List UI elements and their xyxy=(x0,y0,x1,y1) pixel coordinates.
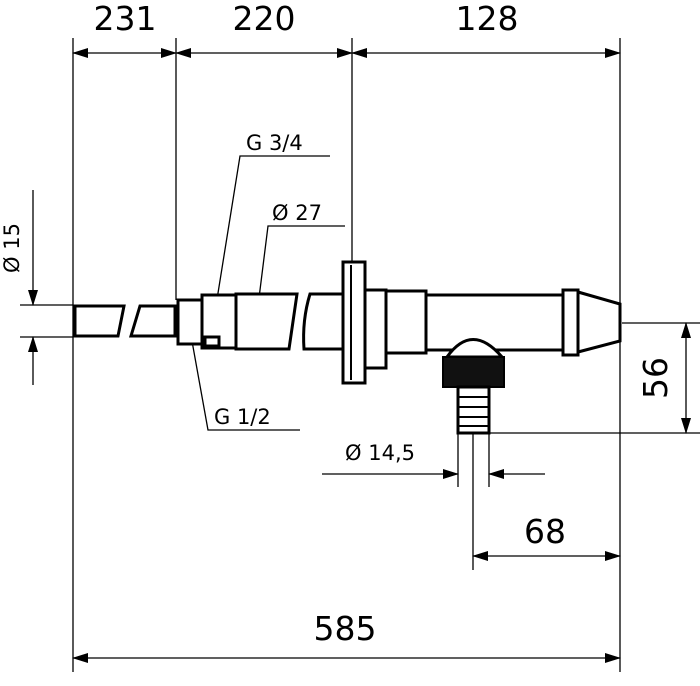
callout-g-1-2: G 1/2 xyxy=(214,405,271,429)
dia-27-section xyxy=(234,292,299,351)
callout-dia-27: Ø 27 xyxy=(272,201,322,225)
callout-g-3-4: G 3/4 xyxy=(246,131,303,155)
hose-nut xyxy=(442,356,505,388)
dimension-lines xyxy=(28,48,691,663)
callout-leaders xyxy=(189,155,345,431)
body-collar xyxy=(363,288,388,370)
pipe-segment xyxy=(128,304,177,338)
dimension-231: 231 xyxy=(94,0,157,38)
g-1-2-fitting xyxy=(176,298,204,346)
nut-slot xyxy=(567,300,574,310)
wall-flange xyxy=(341,260,367,385)
extension-lines xyxy=(20,38,700,672)
dimension-dia-14-5: Ø 14,5 xyxy=(345,441,415,465)
dimension-585: 585 xyxy=(314,609,377,648)
nut-slot xyxy=(567,318,574,328)
dimension-dia-15: Ø 15 xyxy=(0,223,24,273)
dimension-56: 56 xyxy=(636,357,675,399)
dimension-68: 68 xyxy=(524,512,566,551)
body-tube xyxy=(424,293,565,352)
dimension-220: 220 xyxy=(233,0,296,38)
barb-ridges xyxy=(458,396,489,427)
cone-end xyxy=(576,290,622,354)
dimension-128: 128 xyxy=(456,0,519,38)
pipe-segment xyxy=(73,304,126,338)
valve-assembly xyxy=(73,260,622,435)
nut-detail xyxy=(203,335,221,348)
pipe-section xyxy=(302,292,346,351)
nut-slot xyxy=(567,336,574,346)
body-main xyxy=(384,289,428,355)
